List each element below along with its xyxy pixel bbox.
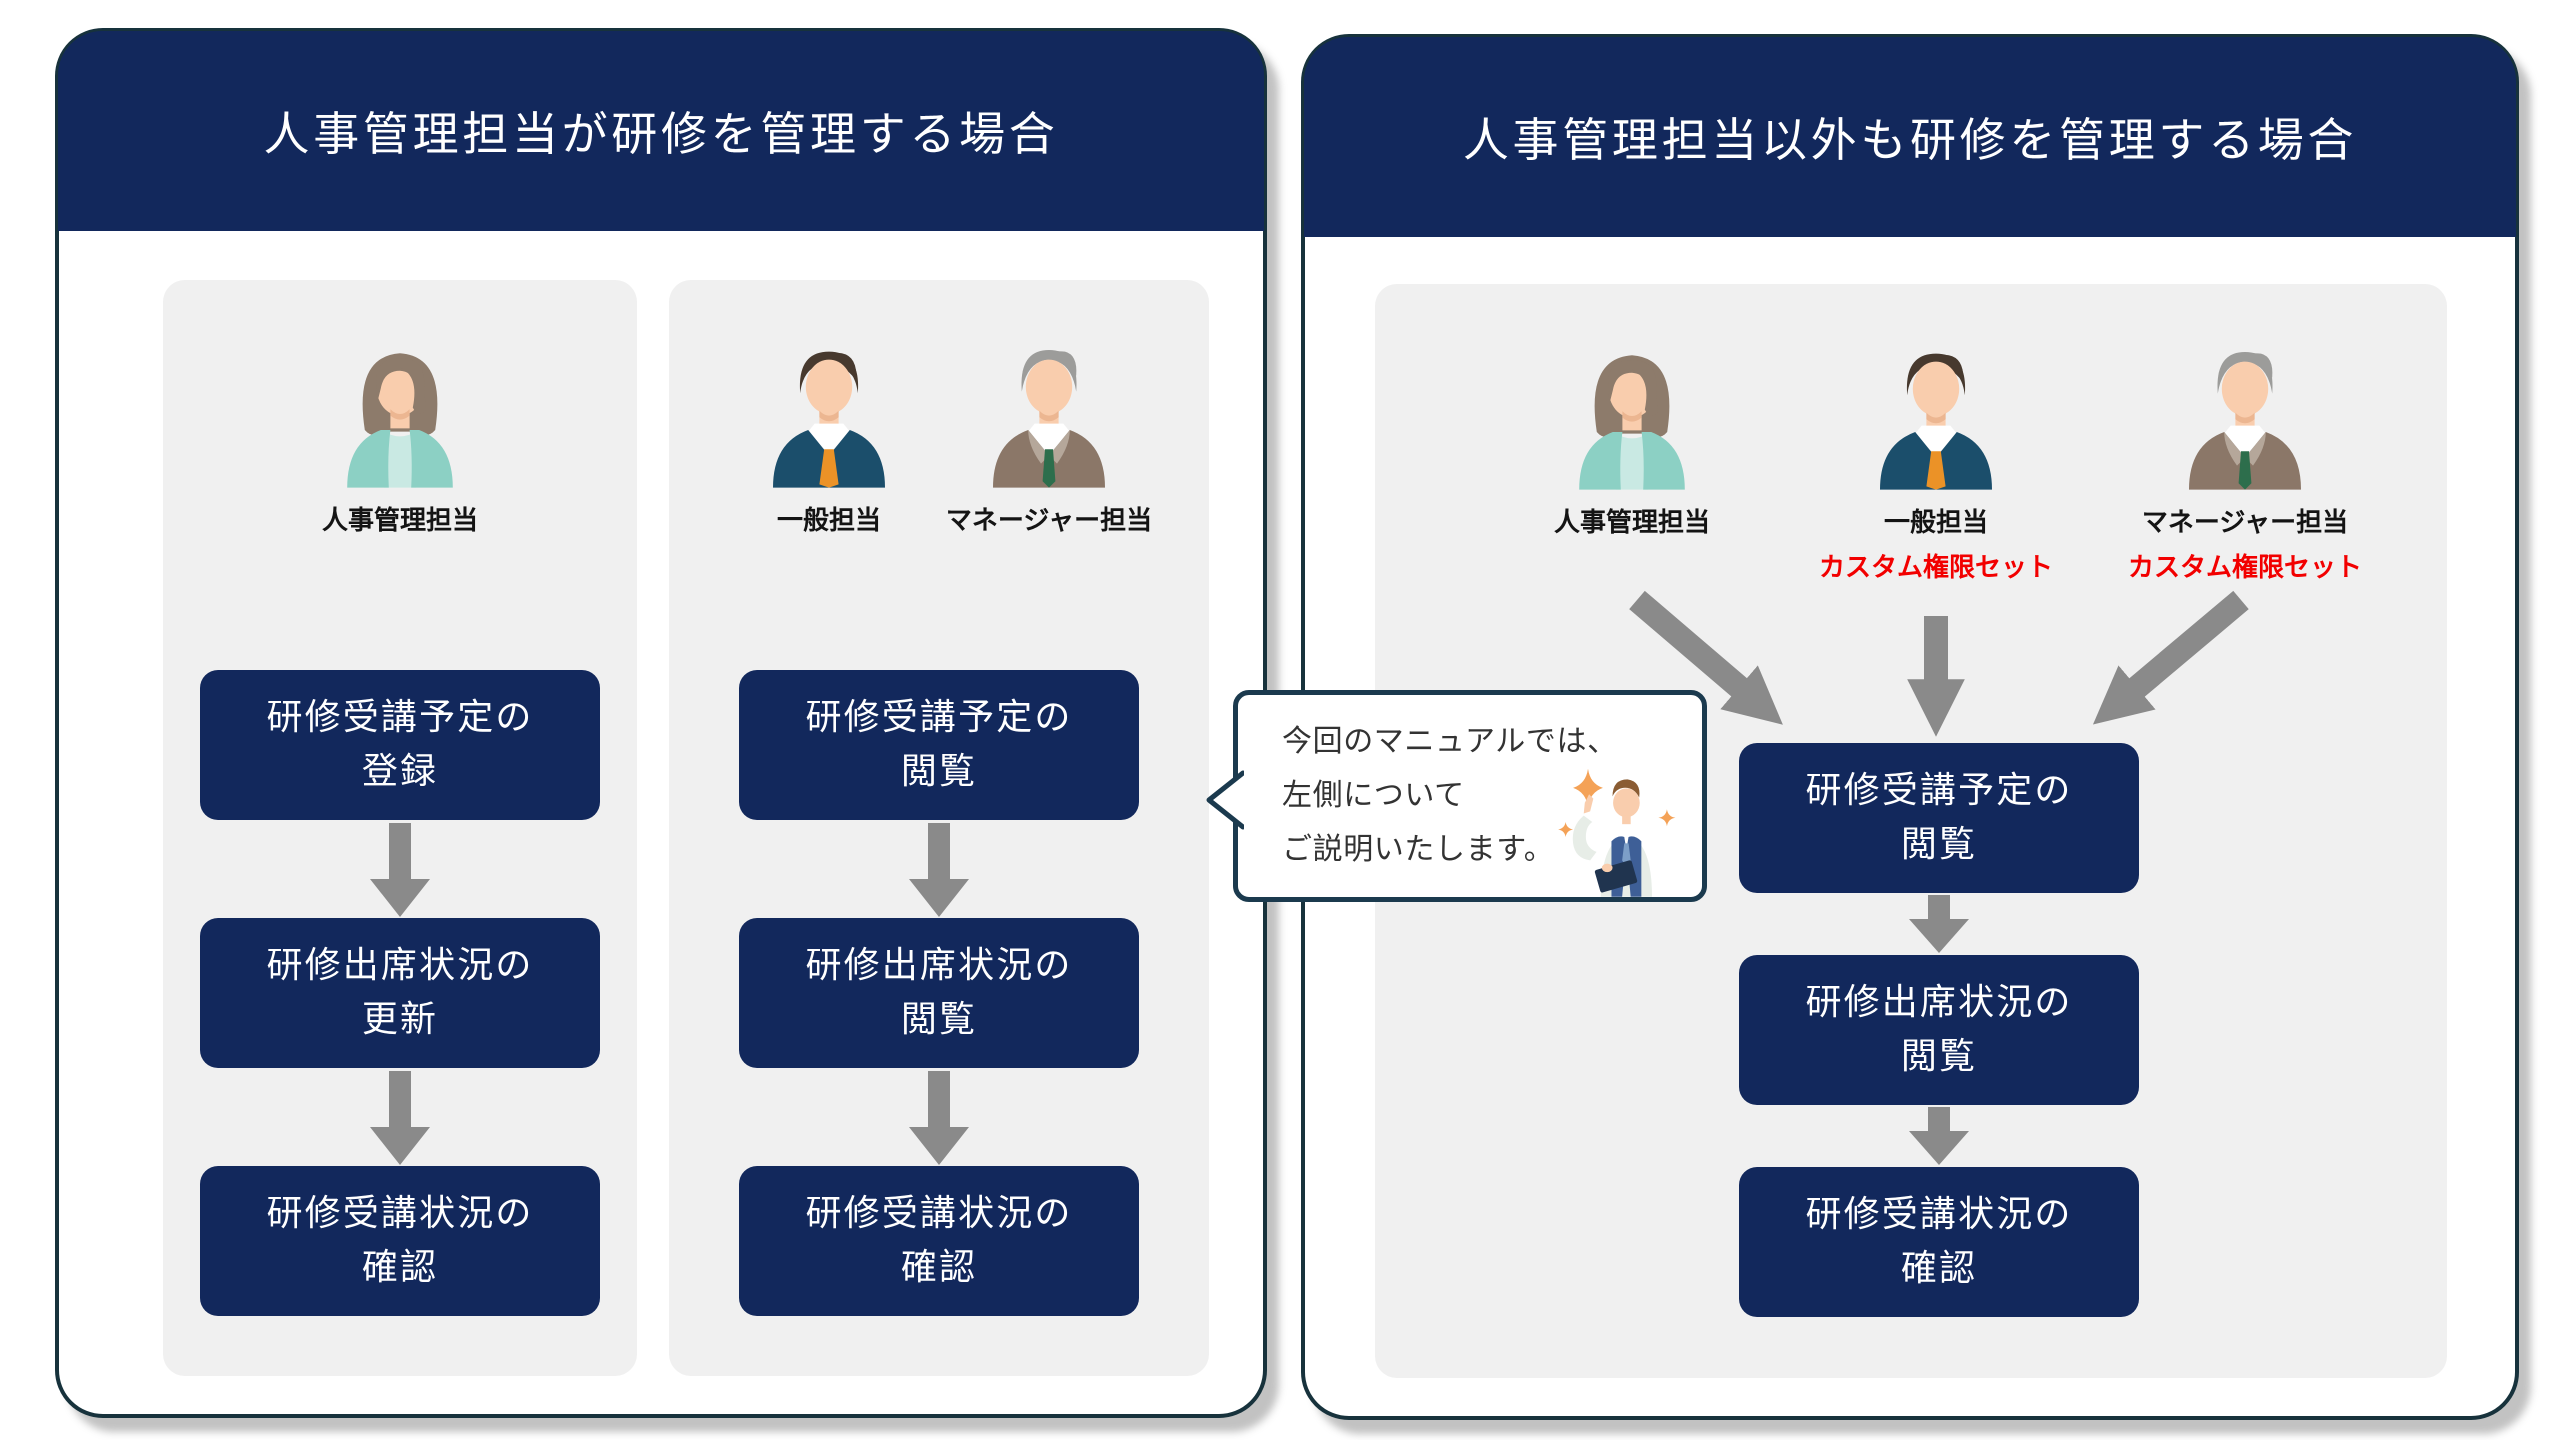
flow-step-update: 研修出席状況の 更新	[200, 918, 600, 1068]
flow-step-line: 研修受講状況の	[1805, 1194, 2073, 1235]
flow-step-line: 更新	[361, 999, 439, 1040]
left-column-hr: 人事管理担当 研修受講予定の 登録 研修出席状況の 更新 研修受講状況の 確認	[163, 280, 637, 1376]
flow-step-view-plan: 研修受講予定の 閲覧	[1739, 743, 2139, 893]
presenter-pointing-icon	[1558, 768, 1676, 897]
left-column-others: 一般担当 マネージャー担当	[669, 280, 1209, 1376]
persona-label: 人事管理担当	[321, 506, 478, 536]
right-panel-title: 人事管理担当以外も研修を管理する場合	[1462, 113, 2358, 167]
custom-permission-badge: カスタム権限セット	[1819, 553, 2054, 583]
flow-step-line: 確認	[361, 1247, 439, 1288]
male-manager-avatar-icon	[2189, 352, 2301, 490]
flow-step-line: 閲覧	[900, 999, 978, 1040]
arrow-down-icon	[1909, 1107, 1969, 1165]
flow-step-line: 研修受講予定の	[805, 697, 1073, 738]
flow-step-confirm: 研修受講状況の 確認	[200, 1166, 600, 1316]
flow-step-line: 研修受講状況の	[805, 1193, 1073, 1234]
left-panel: 人事管理担当が研修を管理する場合 人事	[55, 28, 1267, 1418]
flow-step-line: 研修受講予定の	[266, 697, 534, 738]
persona-row: 人事管理担当	[163, 340, 637, 537]
persona-label: マネージャー担当	[2141, 508, 2349, 538]
persona-manager: マネージャー担当	[946, 340, 1152, 537]
callout-line: 左側について	[1282, 778, 1465, 813]
arrow-down-icon	[370, 1071, 430, 1165]
persona-label: マネージャー担当	[945, 506, 1153, 536]
persona-label: 人事管理担当	[1553, 508, 1710, 538]
flow-step-confirm: 研修受講状況の 確認	[739, 1166, 1139, 1316]
arrow-down-icon	[909, 1071, 969, 1165]
flow-step-view-plan: 研修受講予定の 閲覧	[739, 670, 1139, 820]
flow-step-line: 研修出席状況の	[266, 945, 534, 986]
flow-step-line: 研修出席状況の	[1805, 982, 2073, 1023]
persona-hr: 人事管理担当	[1522, 342, 1742, 539]
custom-permission-badge: カスタム権限セット	[2128, 553, 2363, 583]
flow-step-line: 確認	[1900, 1248, 1978, 1289]
right-panel-header: 人事管理担当以外も研修を管理する場合	[1304, 37, 2516, 237]
flow-step-line: 閲覧	[1900, 824, 1978, 865]
persona-hr: 人事管理担当	[305, 340, 495, 537]
flow-step-line: 研修出席状況の	[805, 945, 1073, 986]
flow-step-line: 登録	[361, 751, 439, 792]
flow-step-line: 研修受講状況の	[266, 1193, 534, 1234]
flow-step-confirm: 研修受講状況の 確認	[1739, 1167, 2139, 1317]
left-panel-header: 人事管理担当が研修を管理する場合	[58, 31, 1264, 231]
flow-step-line: 確認	[900, 1247, 978, 1288]
flow-step-register: 研修受講予定の 登録	[200, 670, 600, 820]
male-staff-avatar-icon	[1880, 353, 1992, 490]
converging-arrows-icon	[1629, 590, 2249, 737]
bubble-tail-icon	[1206, 770, 1244, 830]
flow-step-view-attendance: 研修出席状況の 閲覧	[739, 918, 1139, 1068]
flow-step-view-attendance: 研修出席状況の 閲覧	[1739, 955, 2139, 1105]
flow-step-line: 閲覧	[1900, 1036, 1978, 1077]
arrow-down-icon	[909, 823, 969, 917]
persona-staff: 一般担当	[744, 340, 914, 537]
callout-line: ご説明いたします。	[1282, 832, 1555, 867]
callout-bubble: 今回のマニュアルでは、 左側について ご説明いたします。	[1206, 690, 1707, 902]
flow-step-line: 閲覧	[900, 751, 978, 792]
persona-label: 一般担当	[776, 506, 881, 536]
persona-staff: 一般担当 カスタム権限セット	[1819, 342, 2053, 584]
female-hr-avatar-icon	[1579, 355, 1685, 490]
flow-step-line: 研修受講予定の	[1805, 770, 2073, 811]
persona-label: 一般担当	[1883, 508, 1988, 538]
arrow-down-icon	[1909, 895, 1969, 953]
callout-line: 今回のマニュアルでは、	[1282, 724, 1618, 759]
arrow-down-icon	[370, 823, 430, 917]
male-manager-avatar-icon	[993, 350, 1105, 488]
male-staff-avatar-icon	[773, 351, 885, 488]
left-panel-title: 人事管理担当が研修を管理する場合	[263, 107, 1059, 161]
persona-manager: マネージャー担当 カスタム権限セット	[2128, 342, 2362, 584]
callout-text: 今回のマニュアルでは、 左側について ご説明いたします。	[1282, 715, 1618, 877]
female-hr-avatar-icon	[347, 353, 453, 488]
persona-row: 一般担当 マネージャー担当	[669, 340, 1209, 537]
